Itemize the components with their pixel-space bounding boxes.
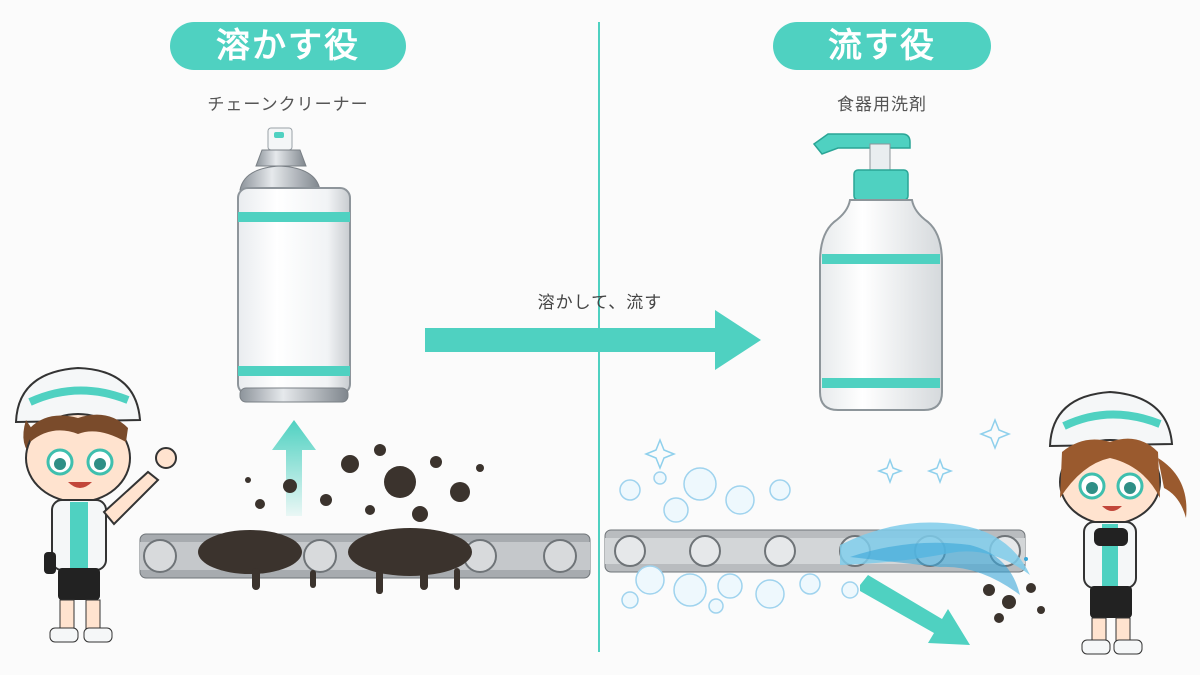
flush-down-arrow: [860, 575, 970, 645]
spray-can-illustration: [237, 127, 351, 403]
process-arrow: [425, 310, 761, 370]
flush-role-badge: 流す役: [773, 22, 991, 70]
left-cyclist-character: [14, 366, 177, 643]
flush-role-label: 流す役: [828, 26, 936, 66]
sparkle-icons: [643, 417, 1012, 485]
pump-bottle-illustration: [812, 133, 943, 411]
washed-dirt-particles: [983, 583, 1045, 623]
dissolve-role-badge: 溶かす役: [170, 22, 406, 70]
dissolve-role-label: 溶かす役: [216, 26, 360, 66]
dirt-particles: [245, 444, 484, 522]
dissolve-up-arrow: [272, 420, 316, 516]
chain-cleaner-label: チェーンクリーナー: [207, 95, 369, 115]
dish-detergent-label: 食器用洗剤: [837, 95, 927, 115]
dirty-chain-illustration: [139, 528, 591, 594]
foam-bubbles: [619, 467, 859, 614]
right-cyclist-character: [1048, 390, 1187, 655]
dissolve-then-flush-label: 溶かして、流す: [537, 293, 663, 313]
